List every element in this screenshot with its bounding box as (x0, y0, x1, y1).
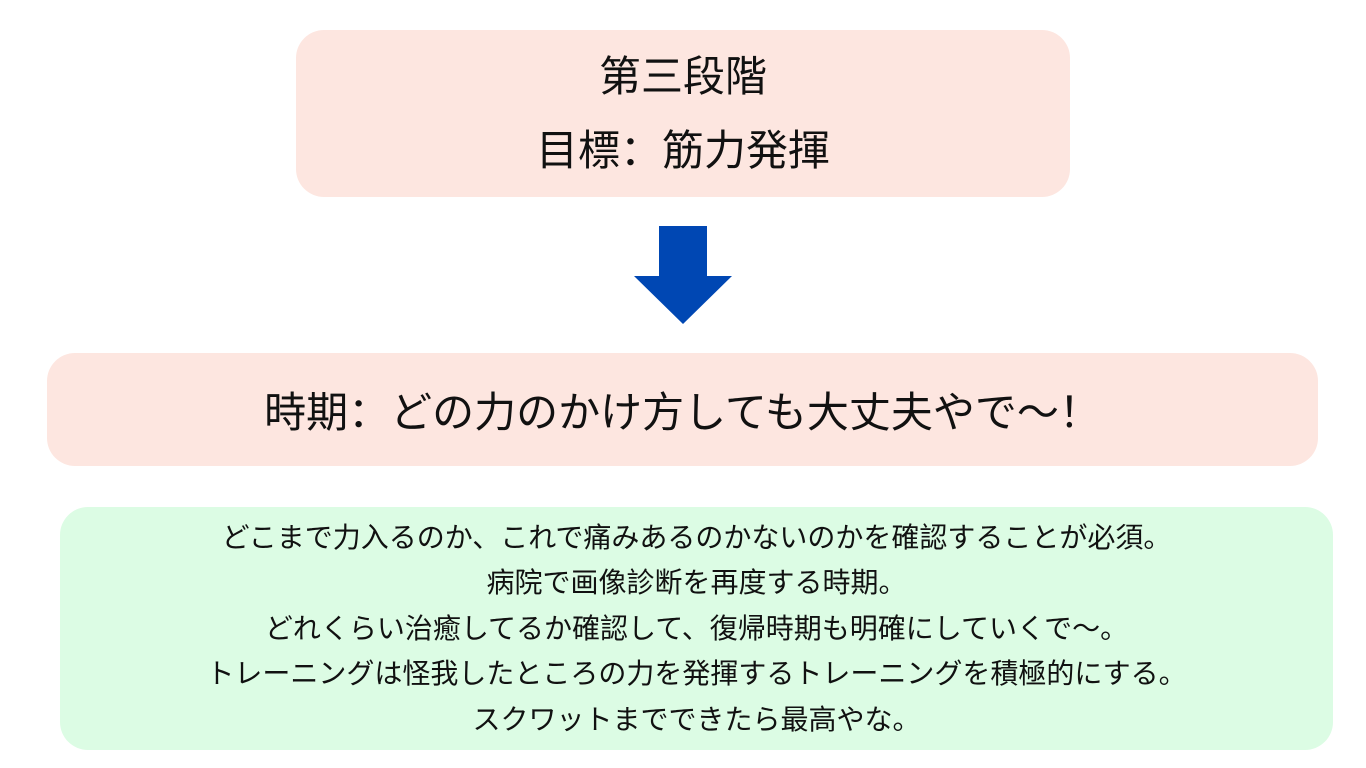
down-arrow-icon (634, 226, 732, 324)
detail-line: 病院で画像診断を再度する時期。 (486, 566, 907, 600)
detail-line: どこまで力入るのか、これで痛みあるのかないのかを確認することが必須。 (221, 520, 1172, 554)
period-box: 時期：どの力のかけ方しても大丈夫やで〜！ (47, 353, 1318, 466)
period-text: 時期：どの力のかけ方しても大丈夫やで〜！ (264, 388, 1101, 437)
detail-line: スクワットまでできたら最高やな。 (472, 702, 921, 736)
detail-line: トレーニングは怪我したところの力を発揮するトレーニングを積極的にする。 (206, 657, 1187, 691)
detail-line: どれくらい治癒してるか確認して、復帰時期も明確にしていくで〜。 (264, 611, 1129, 645)
stage-goal: 目標：筋力発揮 (535, 125, 830, 175)
stage-title: 第三段階 (598, 51, 767, 101)
stage-goal-box: 第三段階 目標：筋力発揮 (296, 30, 1070, 197)
details-box: どこまで力入るのか、これで痛みあるのかないのかを確認することが必須。 病院で画像… (60, 507, 1333, 750)
